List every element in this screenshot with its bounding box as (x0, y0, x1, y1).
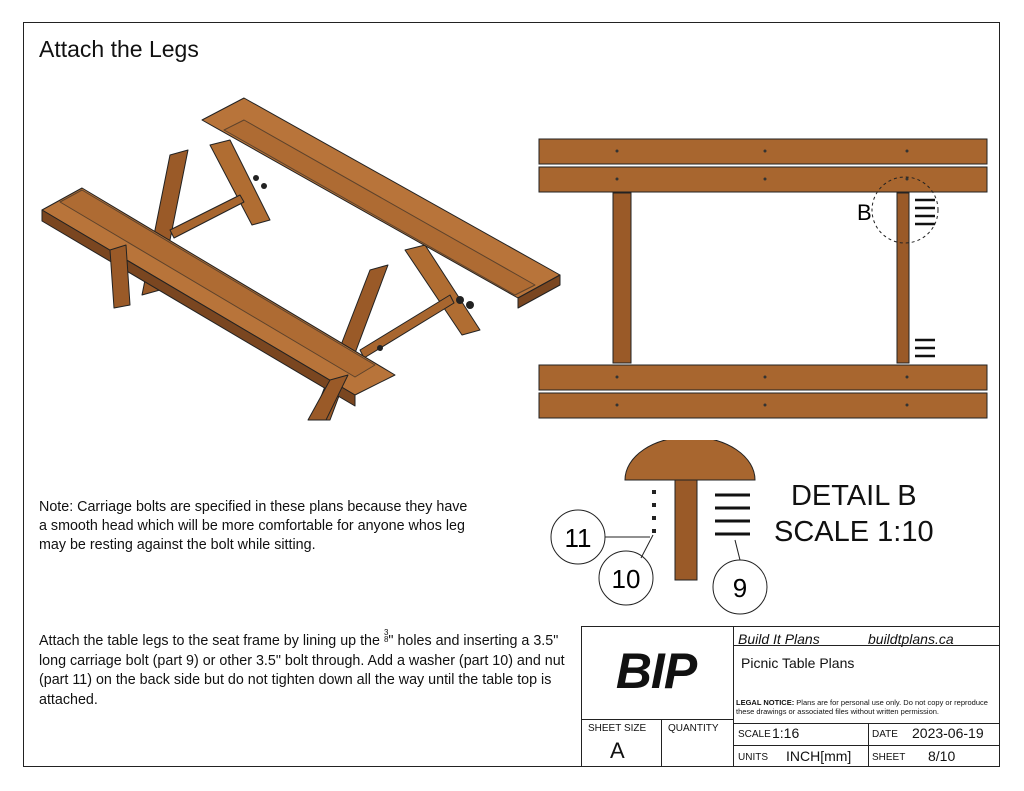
sheet-label: SHEET (872, 752, 906, 763)
assembly-instructions: Attach the table legs to the seat frame … (39, 629, 569, 710)
bip-logo: BIP (615, 643, 697, 699)
seat-board-b (59, 189, 376, 378)
legal-notice: LEGAL NOTICE: Plans are for personal use… (736, 698, 998, 716)
units-label: UNITS (738, 752, 768, 763)
callout-9: 9 (733, 573, 747, 603)
right-rail (896, 192, 910, 364)
page-title: Attach the Legs (39, 36, 199, 62)
top-board-a-edge (517, 274, 561, 309)
sheet-size-label: SHEET SIZE (588, 723, 647, 734)
sheet-number: 8/10 (928, 748, 956, 764)
company-name: Build It Plans (738, 631, 820, 647)
left-rail (612, 192, 632, 364)
callout-10: 10 (612, 564, 641, 594)
fraction-denominator: 8 (383, 635, 389, 644)
legal-notice-text: Plans are for personal use only. Do not … (736, 698, 988, 716)
bottom-board-1 (538, 364, 988, 391)
project-name: Picnic Table Plans (741, 655, 855, 671)
drawing-border (23, 22, 1000, 767)
units-value: INCH[mm] (786, 748, 852, 764)
detail-b-marker: B (857, 200, 872, 225)
brace-left (169, 194, 245, 239)
carriage-bolt-note: Note: Carriage bolts are specified in th… (39, 499, 468, 553)
instructions-part2: " holes and inserting a 3.5" long carria… (39, 633, 565, 708)
legal-notice-label: LEGAL NOTICE: (736, 698, 795, 707)
top-view-drawing: B (538, 138, 988, 419)
detail-b-label: DETAIL B SCALE 1:10 (774, 478, 934, 550)
seat-board-a-edge (41, 209, 356, 407)
leg-back-right (307, 374, 349, 421)
title-block (581, 626, 1000, 767)
instructions-part1: Attach the table legs to the seat frame … (39, 633, 384, 649)
date-label: DATE (872, 729, 898, 740)
company-website: buildtplans.ca (868, 631, 954, 647)
callout-11: 11 (565, 523, 592, 553)
fraction-numerator: 3 (383, 628, 389, 637)
table-top-section (624, 440, 756, 481)
quantity-label: QUANTITY (668, 723, 719, 734)
top-board-b (223, 119, 536, 296)
bottom-board-2 (538, 392, 988, 419)
date-value: 2023-06-19 (912, 725, 984, 741)
sheet-size-value: A (610, 738, 625, 763)
leg-section (674, 479, 698, 581)
scale-label: SCALE (738, 729, 771, 740)
top-board-1 (538, 138, 988, 165)
detail-title: DETAIL B (790, 480, 917, 512)
isometric-table-illustration (41, 97, 561, 421)
leg-front-left (109, 244, 131, 309)
scale-value: 1:16 (772, 725, 800, 741)
detail-b-drawing: 11 10 9 (550, 440, 768, 615)
detail-b-circle (871, 176, 939, 244)
top-board-2 (538, 166, 988, 193)
brace-right (359, 294, 455, 359)
detail-scale: SCALE 1:10 (774, 516, 934, 548)
